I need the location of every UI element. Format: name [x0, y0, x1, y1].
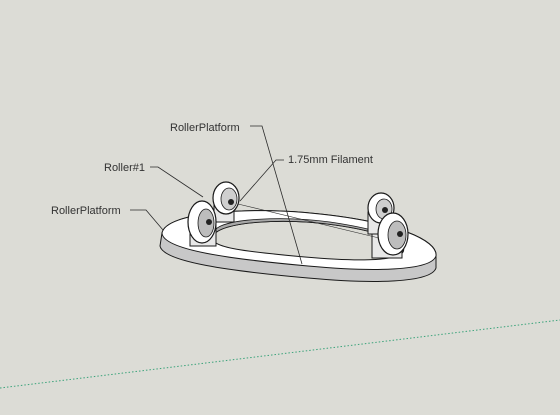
roller-2-assembly[interactable] — [187, 200, 217, 247]
roller-3-axle-icon — [382, 207, 388, 213]
leader-platform-top — [250, 125, 303, 265]
label-roller-platform-top[interactable]: RollerPlatform — [170, 122, 240, 134]
ground-axis-line — [0, 319, 560, 389]
label-roller-platform-left[interactable]: RollerPlatform — [51, 205, 121, 217]
leader-roller-1 — [150, 166, 204, 198]
label-roller-1[interactable]: Roller#1 — [104, 162, 145, 174]
leader-platform-left — [130, 209, 164, 231]
roller-1-assembly[interactable] — [212, 181, 240, 223]
roller-1-axle-icon — [228, 199, 234, 205]
roller-4-axle-icon — [397, 231, 403, 237]
leader-filament — [239, 159, 284, 202]
roller-platform-ring[interactable] — [159, 210, 437, 282]
roller-4-assembly[interactable] — [371, 212, 409, 259]
roller-2-axle-icon — [206, 219, 212, 225]
roller-4-wheel-rim — [387, 220, 407, 250]
roller-1-wheel-rim — [220, 187, 238, 211]
label-filament[interactable]: 1.75mm Filament — [288, 154, 373, 166]
filament-line — [237, 203, 380, 239]
roller-2-wheel-rim — [197, 208, 215, 238]
